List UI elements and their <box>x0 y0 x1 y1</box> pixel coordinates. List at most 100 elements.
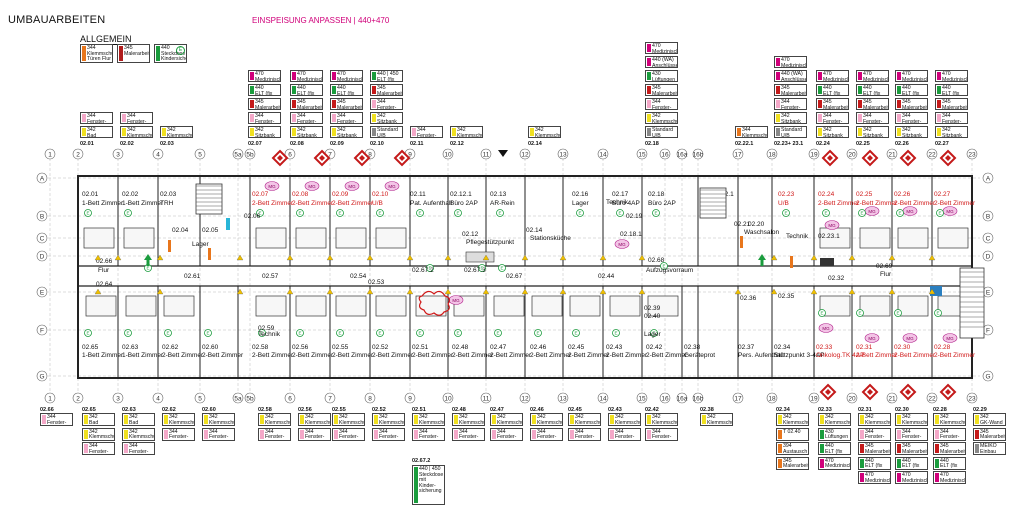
hazard-triangle-icon <box>236 254 244 261</box>
e-marker-label: E <box>146 266 149 271</box>
e-marker-icon <box>858 209 866 217</box>
corridor-room-id: 02.36 <box>740 295 757 302</box>
room-id: 02.12.1 <box>450 191 472 198</box>
extra-work-card: 440 | 450 Steckdose mit Kinder- sicherun… <box>412 465 445 505</box>
bottom-work-card: 470 Medizinische Gase <box>858 471 891 484</box>
axis-bubble <box>519 392 531 404</box>
color-swatch <box>860 429 864 439</box>
bottom-work-card: 344 Fenster- sicherung <box>202 427 235 441</box>
axis-bubble <box>636 148 648 160</box>
top-work-card: 440 ELT (fix EDV) 2 Patienten <box>935 84 968 96</box>
bottom-work-card: 440 ELT (fix EDV) 2 Patienten <box>933 456 966 470</box>
warning-diamond-core <box>359 155 365 161</box>
axis-label: A <box>986 176 991 183</box>
color-swatch <box>897 100 901 108</box>
bottom-room-label: 02.42 <box>645 407 659 413</box>
bottom-work-card: 342 GK-Wand De- und Montage <box>973 413 1006 426</box>
bathroom-box <box>647 295 679 317</box>
e-marker-icon <box>124 209 132 217</box>
room-name: 2-Bett Zimmer <box>162 352 204 359</box>
color-swatch <box>532 429 536 439</box>
card-text: 342 Sitzbank Rückbau |HK <box>255 127 275 138</box>
e-marker-label: E <box>260 331 263 336</box>
axis-label: 5 <box>198 152 202 159</box>
axis-bubble <box>676 148 688 160</box>
color-swatch <box>860 473 864 482</box>
mg-marker-icon <box>344 181 360 191</box>
corridor-room-name: Technik <box>786 233 809 240</box>
top-work-card: 344 Fenster- sicherung <box>248 112 281 124</box>
corridor-room-id: 02.61 <box>184 273 201 280</box>
room-name: 2-Bett Zimmer <box>530 352 572 359</box>
axis-label: 4 <box>156 396 160 403</box>
top-work-card: 470 Medizinische Gase + <box>290 70 323 82</box>
color-swatch <box>860 444 864 453</box>
top-work-card: 470 Medizinische Gase + <box>895 70 928 82</box>
bathroom-box <box>569 295 601 317</box>
color-swatch <box>124 444 128 453</box>
axis-bubble <box>766 148 778 160</box>
bottom-work-card: 342 Klemmschutz <box>530 413 563 426</box>
room-id: 02.60 <box>202 344 219 351</box>
e-marker-icon <box>84 209 92 217</box>
e-marker-icon <box>478 264 486 272</box>
color-swatch <box>332 86 336 94</box>
room-id: 02.63 <box>122 344 139 351</box>
top-work-card: 440 | 450 ELT (fix EDV) WA 2 Patienten <box>370 70 403 82</box>
color-swatch <box>334 429 338 439</box>
bottom-room-label: 02.56 <box>298 407 312 413</box>
bottom-work-card: 342 Klemmschutz <box>608 413 641 426</box>
bathroom-box <box>375 227 407 249</box>
card-text: 344 Fenster- sicherung <box>497 428 517 441</box>
top-work-card: 470 Medizinische Gase + <box>248 70 281 82</box>
hazard-triangle-icon <box>638 288 646 295</box>
top-work-card: 430 Lüftungen anpassen <box>645 70 678 82</box>
axis-label: G <box>985 374 990 381</box>
card-text: 342 Klemmschutz <box>825 414 850 426</box>
e-marker-label: E <box>480 266 483 271</box>
bottom-room-label: 02.34 <box>776 407 790 413</box>
card-text: 470 Medizinische Gase <box>825 457 850 470</box>
hazard-triangle-icon <box>770 254 778 261</box>
bottom-work-card: 344 Fenster- sicherung <box>530 427 563 441</box>
corridor-room-name: Stationsküche <box>530 235 571 242</box>
bottom-room-label: 02.66 <box>40 407 54 413</box>
card-text: 344 Fenster- sicherung <box>652 428 672 441</box>
color-swatch <box>818 86 822 94</box>
card-text: 342 Bad Wandfliesen <box>129 414 139 426</box>
e-marker-label: E <box>784 211 787 216</box>
room-name: Büro 2AP <box>648 200 676 207</box>
e-marker-icon <box>782 209 790 217</box>
extra-room-label: 02.67.2 <box>412 458 431 464</box>
color-swatch <box>374 429 378 439</box>
room-id: 02.24 <box>818 191 835 198</box>
card-text: 345 Malerarbeiten Wand <box>823 99 849 110</box>
corridor-room-name: Aufzugsvorraum <box>646 267 693 274</box>
axis-label: 12 <box>521 152 529 159</box>
room-id: 02.01 <box>82 191 99 198</box>
axis-label: E <box>40 290 45 297</box>
corridor-room-id: 02.53 <box>368 279 385 286</box>
color-swatch <box>897 128 901 136</box>
card-text: 344 Fenster- sicherung <box>940 428 960 441</box>
top-work-card: 344 Fenster- sicherung <box>370 98 403 110</box>
color-swatch <box>204 415 208 424</box>
color-swatch <box>935 473 939 482</box>
color-swatch <box>647 86 651 94</box>
bathroom-box <box>295 227 327 249</box>
bathroom-box <box>123 227 155 249</box>
card-text: 344 Fenster- sicherung <box>305 428 325 441</box>
color-swatch <box>372 86 376 94</box>
top-work-card: 345 Malerarbeiten Wand <box>935 98 968 110</box>
room-name: 2-Bett Zimmer <box>490 352 532 359</box>
card-text: 344 Fenster- sicherung <box>255 113 275 124</box>
bathroom-box <box>295 295 327 317</box>
top-work-card: 342 Sitzbank Rückbau |HK <box>856 126 889 138</box>
bottom-work-card: 342 Klemmschutz <box>895 413 928 426</box>
color-swatch <box>647 100 651 108</box>
color-swatch <box>250 86 254 94</box>
top-work-card: 345 Malerarbeiten Wand <box>248 98 281 110</box>
room-name: 2-Bett Zimmer <box>934 352 976 359</box>
card-text: 344 Fenster- sicherung <box>377 99 397 110</box>
top-work-card: 345 Malerarbeiten Wand <box>290 98 323 110</box>
